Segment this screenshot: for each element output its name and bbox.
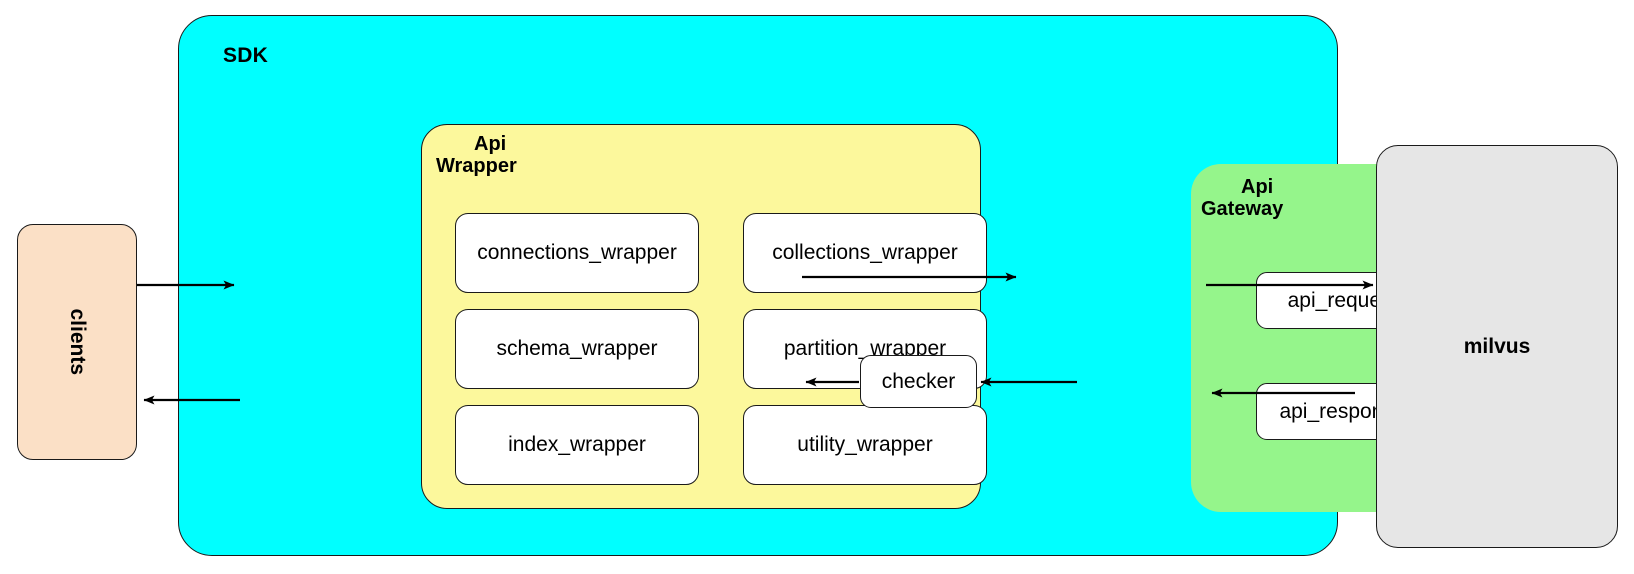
node-label: partition_wrapper — [783, 337, 947, 361]
api-wrapper-label-line1: Api — [474, 133, 507, 155]
node-label: collections_wrapper — [772, 241, 958, 265]
sdk-label: SDK — [223, 44, 268, 67]
api-gateway-label-line1: Api — [1241, 176, 1274, 198]
node-label: utility_wrapper — [797, 433, 933, 457]
node-milvus[interactable]: milvus — [1376, 145, 1618, 548]
node-index-wrapper[interactable]: index_wrapper — [455, 405, 699, 485]
node-label: connections_wrapper — [477, 241, 677, 265]
node-schema-wrapper[interactable]: schema_wrapper — [455, 309, 699, 389]
node-connections-wrapper[interactable]: connections_wrapper — [455, 213, 699, 293]
api-wrapper-label-line2: Wrapper — [436, 155, 517, 178]
node-label: schema_wrapper — [496, 337, 658, 361]
node-label: api_response — [1279, 399, 1406, 423]
node-utility-wrapper[interactable]: utility_wrapper — [743, 405, 987, 485]
api-gateway-label-line2: Gateway — [1201, 198, 1284, 221]
sdk-container: SDK Api Wrapper connections_wrapper coll… — [178, 15, 1467, 556]
node-label: api_request — [1287, 288, 1398, 312]
node-collections-wrapper[interactable]: collections_wrapper — [743, 213, 987, 293]
api-wrapper-label: Api Wrapper — [436, 133, 596, 178]
node-clients[interactable]: clients — [17, 224, 137, 460]
node-label: index_wrapper — [508, 433, 646, 457]
api-wrapper-container: Api Wrapper connections_wrapper collecti… — [421, 124, 987, 509]
node-label: clients — [65, 308, 89, 376]
node-checker[interactable]: checker — [860, 355, 977, 408]
node-label: checker — [881, 369, 956, 393]
api-gateway-label: Api Gateway — [1201, 176, 1391, 221]
node-label: milvus — [1463, 334, 1531, 358]
